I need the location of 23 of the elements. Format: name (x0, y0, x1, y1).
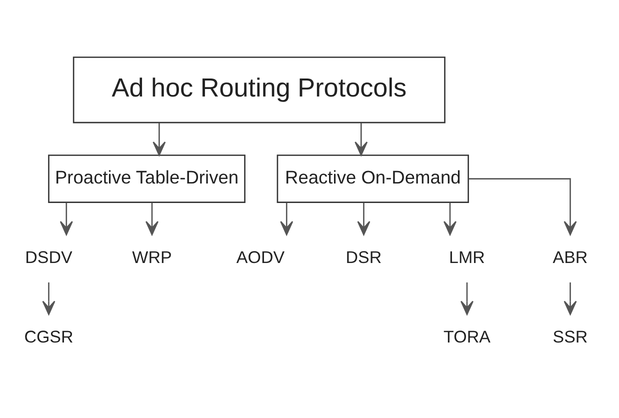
node-text: WRP (132, 247, 172, 266)
arrow (152, 122, 166, 156)
node-text: DSR (346, 247, 382, 266)
arrow (468, 178, 577, 235)
node-box: Ad hoc Routing Protocols (72, 56, 446, 123)
arrow (60, 202, 73, 235)
node-box: Reactive On-Demand (276, 154, 469, 202)
arrow (280, 202, 294, 235)
node-text: SSR (552, 327, 588, 346)
arrow (354, 122, 368, 156)
node-text: ABR (552, 247, 588, 266)
arrow (42, 282, 56, 314)
node-box: Proactive Table-Driven (48, 154, 246, 202)
arrow (564, 282, 577, 314)
arrow (460, 282, 474, 314)
arrow (443, 202, 457, 235)
node-text: TORA (444, 327, 490, 346)
node-text: AODV (236, 247, 285, 266)
node-text: DSDV (25, 247, 72, 266)
node-text: LMR (449, 247, 485, 266)
arrow (357, 202, 370, 235)
arrow (145, 202, 159, 235)
node-text: CGSR (24, 327, 74, 346)
